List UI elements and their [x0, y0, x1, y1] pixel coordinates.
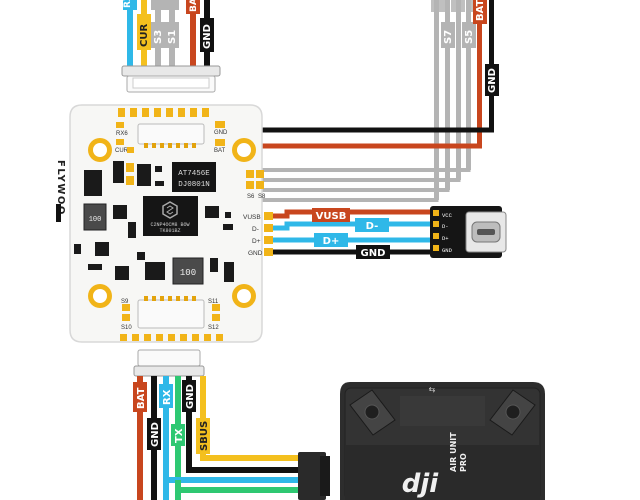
osd-chip-line1: AT7456E	[178, 170, 210, 178]
air-unit-mount-right	[489, 389, 536, 436]
label-gnd-right: GND	[487, 68, 498, 93]
tag-bat-top	[186, 0, 200, 14]
air-unit-brand: dji	[402, 469, 440, 499]
top-right-connector-group: S7 S5 BAT GND	[232, 0, 499, 202]
usb-wiring: VUSB D- D+ GND	[273, 208, 430, 259]
air-unit-mount-left	[349, 389, 396, 436]
silk-cur: CUR	[115, 148, 129, 154]
label-s1: S1	[167, 30, 178, 44]
usb-symbol-icon: ⇆	[429, 385, 436, 394]
svg-text:S9: S9	[121, 299, 129, 305]
svg-text:D-: D-	[252, 226, 259, 233]
bottom-connector-group: BAT GND RX TX GND SBUS	[133, 349, 330, 500]
wire-bat-bottom	[137, 376, 143, 500]
svg-text:S10: S10	[121, 325, 132, 331]
label-bat-bottom: BAT	[136, 387, 147, 409]
air-unit-plug	[298, 452, 326, 500]
osd-chip	[172, 162, 216, 192]
tag-s3	[151, 22, 165, 48]
label-vusb: VUSB	[316, 211, 347, 222]
svg-text:100: 100	[89, 216, 102, 224]
label-rx: RX	[123, 0, 133, 8]
flight-controller-board: RX6 CUR GND BAT FLYWOO AT7456E DJ0801N 1…	[55, 104, 273, 343]
pad-gnd-top	[215, 121, 225, 128]
wire-gnd-run	[232, 127, 494, 133]
svg-text:GND: GND	[442, 247, 453, 254]
svg-text:S11: S11	[208, 299, 219, 305]
label-rx-bottom: RX	[162, 389, 173, 405]
svg-text:VUSB: VUSB	[243, 214, 261, 221]
label-gnd-top: GND	[202, 24, 213, 49]
svg-text:S12: S12	[208, 325, 219, 331]
main-chip-line1: C2NP4OCM8 BOW	[150, 222, 189, 228]
label-bat-right: BAT	[475, 0, 486, 21]
wire-gray-3	[456, 0, 461, 180]
dji-air-unit: ⇆ dji AIR UNIT PRO	[340, 382, 545, 500]
air-unit-line1: AIR UNIT	[449, 432, 458, 472]
usb-c-module: VCC D- D+ GND	[430, 206, 507, 258]
wire-bat-top	[190, 0, 196, 70]
component-ldo-2	[145, 262, 165, 280]
main-chip-line2: TK801BZ	[159, 228, 180, 234]
wire-rx-bottom	[163, 376, 169, 500]
label-cur: CUR	[139, 24, 150, 47]
air-unit-line2: PRO	[459, 453, 468, 472]
board-top-socket	[137, 123, 205, 145]
svg-text:D+: D+	[442, 235, 449, 242]
wire-rx-top	[127, 0, 133, 70]
svg-text:D+: D+	[252, 238, 261, 245]
label-dminus: D-	[366, 221, 379, 232]
right-servo-pads: S6 S8	[246, 170, 266, 200]
top-left-connector-group: RX CUR S3 S1 BAT GND	[121, 0, 221, 93]
silk-bat-top: BAT	[214, 148, 226, 154]
usb-pads: VUSB D- D+ GND	[243, 212, 273, 257]
wire-s5	[466, 0, 471, 170]
brand-flywoo: FLYWOO	[55, 160, 66, 216]
wire-bat-right	[477, 0, 482, 146]
wire-s7	[445, 0, 450, 190]
label-s3: S3	[153, 30, 164, 44]
inductor-center	[172, 257, 204, 285]
board-bottom-socket	[137, 299, 205, 329]
tag-s1-top	[165, 0, 179, 10]
svg-text:VCC: VCC	[442, 212, 453, 219]
tag-s1	[165, 22, 179, 48]
wire-bat-run	[240, 143, 482, 149]
svg-text:D-: D-	[442, 223, 449, 230]
mount-holes	[88, 138, 256, 308]
tag-rx	[123, 0, 137, 10]
wire-sbus-bottom	[200, 376, 300, 461]
svg-text:S8: S8	[258, 194, 266, 200]
label-s7: S7	[443, 30, 454, 44]
component-ldo-1	[84, 170, 102, 196]
tag-gnd-top	[200, 18, 214, 52]
bottom-connector-body	[137, 349, 201, 367]
silk-gnd-top: GND	[214, 130, 228, 136]
tag-s3-top	[151, 0, 165, 10]
top-connector-housing	[121, 65, 221, 77]
silk-rx6: RX6	[116, 131, 128, 137]
pad-bat-top	[215, 139, 225, 146]
wire-gray-1	[434, 0, 439, 200]
label-bat-top: BAT	[189, 0, 199, 12]
svg-text:S6: S6	[247, 194, 255, 200]
label-dplus: D+	[323, 236, 340, 247]
svg-text:100: 100	[180, 268, 196, 278]
inductor-left	[83, 203, 107, 231]
label-sbus-bottom: SBUS	[199, 421, 210, 451]
tag-cur	[137, 14, 151, 50]
top-pads	[118, 108, 209, 117]
label-s5: S5	[464, 30, 475, 44]
label-gnd-usb: GND	[361, 248, 386, 259]
label-gnd-bottom-1: GND	[150, 422, 161, 447]
label-tx-bottom: TX	[174, 428, 185, 443]
svg-text:GND: GND	[248, 250, 263, 257]
osd-chip-line2: DJ0801N	[178, 181, 210, 189]
label-gnd-bottom-2: GND	[185, 384, 196, 409]
